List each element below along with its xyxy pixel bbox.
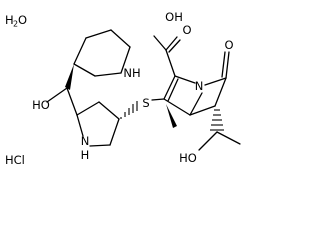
pyrrolidine-nh-upper-label: NH [123,66,140,80]
lower-pyrrolidine-ring: N H [76,101,120,162]
acid-o-label: O [182,23,191,37]
double-bond-inner [168,39,181,53]
bond [120,46,131,74]
hydroxymethine-bridge: HO [32,64,78,116]
beta-lactam-ring: O [189,38,234,116]
beta-lactam-n-label: N [195,79,204,93]
water-molecule: H 2 O [5,13,27,29]
bond [189,105,216,116]
methyl-wedge-bond [166,104,177,128]
water-h-label: H [5,13,14,27]
chemical-structure-diagram: H 2 O HCl NH HO N H S [5,10,241,167]
pyrroline-ring: N [163,75,204,116]
bond [198,131,218,151]
carboxylic-acid: OH O [153,10,192,77]
bond [85,29,112,39]
acid-oh-label: OH [165,10,183,24]
sulfur-label: S [142,96,149,110]
bond [76,114,84,137]
bond [204,77,227,86]
hydrochloride-label: HCl [5,153,25,167]
hydroxyethyl-side-chain: HO [179,109,241,165]
bond [216,131,241,145]
bond [189,92,203,116]
hydroxyethyl-ho-label: HO [179,151,197,165]
double-bond-inner [167,78,179,102]
bond [89,144,111,147]
bond [98,101,120,120]
carbonyl-bond [225,51,230,79]
water-o-label: O [18,13,27,27]
thioether-bond [151,98,165,101]
bond [94,72,122,77]
bond [110,29,131,48]
bond [165,49,176,77]
upper-pyrrolidine-ring: NH [73,29,141,80]
bond [73,63,96,77]
bond [109,118,120,146]
hydroxyl-upper-label: HO [32,98,50,112]
bond [165,36,178,51]
hashed-bond-to-sulfur [120,101,138,119]
bond [153,35,167,51]
water-subscript-label: 2 [13,20,18,29]
bond [163,75,176,100]
bond [214,77,227,107]
pyrrolidine-h-lower-label: H [81,148,90,162]
wedge-bond [65,64,74,90]
pyrrolidine-n-lower-label: N [81,134,90,148]
bond [66,87,78,116]
bond [73,37,87,65]
carbonyl-o-label: O [224,38,233,52]
bond [174,75,196,84]
carbonyl-bond-inner [221,51,226,78]
bond [46,87,68,103]
bond [76,101,100,116]
bond [163,98,191,116]
